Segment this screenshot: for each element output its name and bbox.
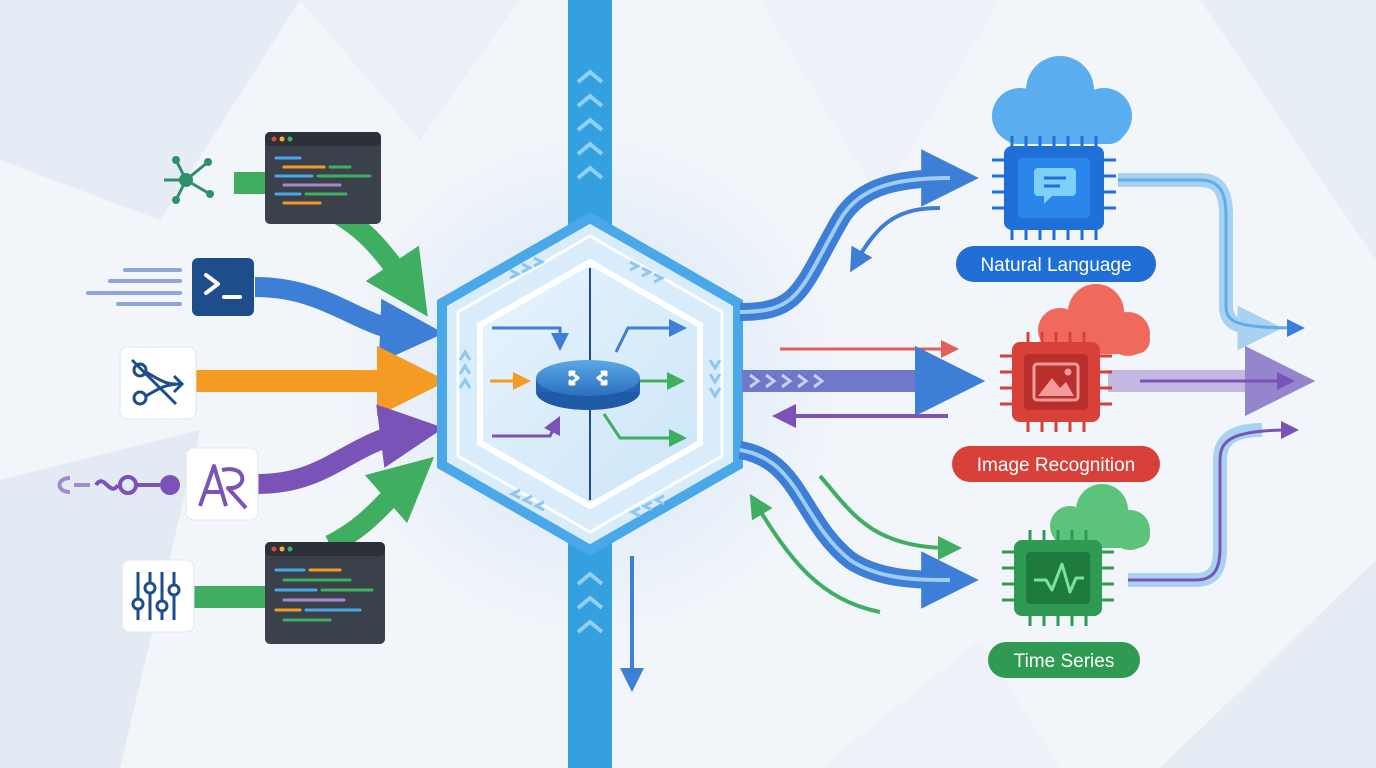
chat-bubble-icon — [1034, 168, 1076, 204]
waveform-icon — [1034, 562, 1084, 594]
image-recognition-label: Image Recognition — [977, 455, 1135, 476]
logo-tile-icon — [185, 447, 259, 521]
ai-chip-icon — [992, 136, 1116, 240]
time-series-badge — [988, 642, 1140, 678]
sliders-icon — [121, 559, 195, 633]
input-flow-4 — [257, 404, 444, 494]
flow-split-icon — [119, 346, 197, 420]
natural-language-badge — [956, 246, 1156, 282]
speed-lines-icon — [86, 268, 182, 306]
pipeline-nodes-icon — [57, 475, 180, 495]
output-image-recognition: Image Recognition — [952, 284, 1160, 482]
input-flow-5 — [325, 456, 435, 554]
input-icons — [57, 132, 385, 644]
input-flow-2 — [254, 277, 444, 363]
terminal-prompt-icon — [192, 258, 254, 316]
router-hub — [437, 212, 743, 692]
natural-language-label: Natural Language — [980, 255, 1131, 276]
code-editor-window-icon — [265, 542, 385, 644]
network-graph-icon — [164, 156, 214, 204]
output-flows — [738, 149, 1316, 614]
ai-chip-icon — [1002, 530, 1114, 626]
output-natural-language: Natural Language — [956, 56, 1156, 282]
ai-chip-icon — [1000, 332, 1112, 432]
image-icon — [1032, 362, 1080, 402]
cloud-icon — [1050, 484, 1150, 550]
router-icon — [536, 360, 640, 410]
image-recognition-badge — [952, 446, 1160, 482]
output-time-series: Time Series — [988, 484, 1150, 678]
code-editor-window-icon — [265, 132, 381, 224]
time-series-label: Time Series — [1014, 651, 1115, 672]
cloud-icon — [992, 56, 1132, 144]
